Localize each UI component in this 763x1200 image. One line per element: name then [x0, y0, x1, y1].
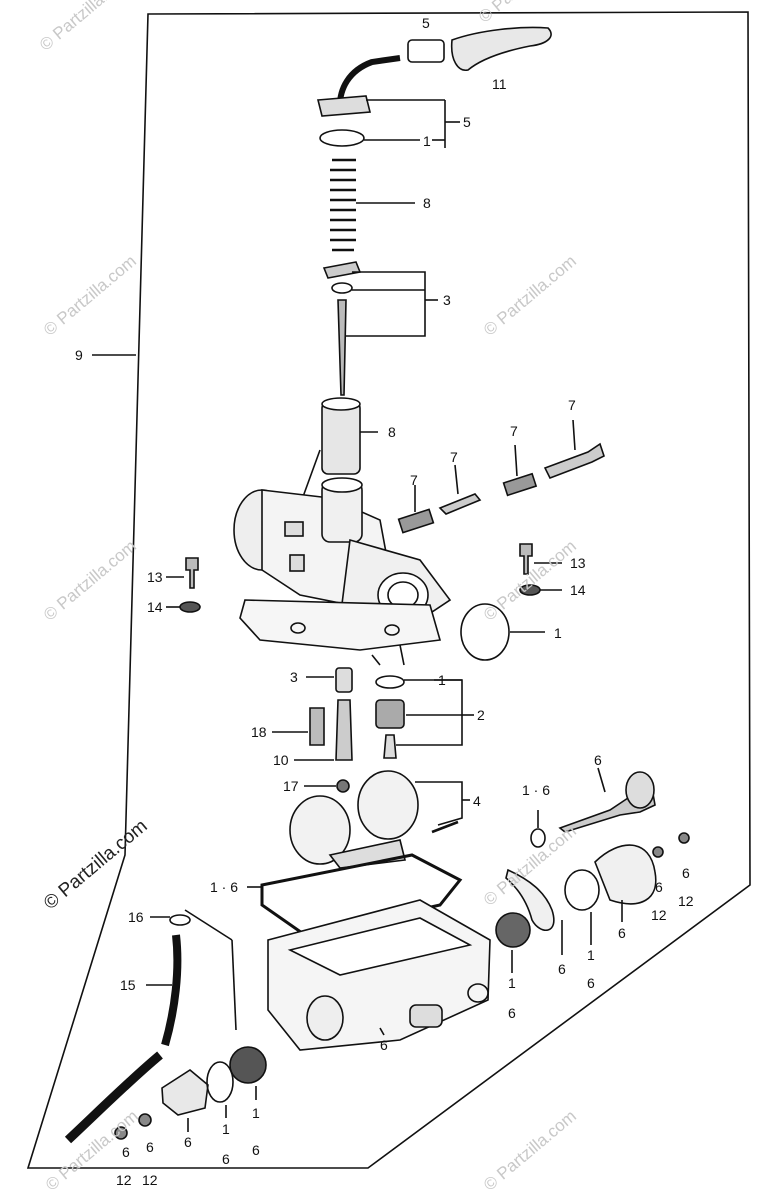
needle-clip	[322, 261, 362, 279]
callout-6-cover: 6	[618, 925, 626, 941]
jet-plug	[336, 779, 350, 793]
choke-screw-a	[652, 846, 664, 858]
callout-17: 17	[283, 778, 299, 794]
main-jet	[309, 707, 325, 746]
choke-plate	[505, 868, 555, 931]
callout-1-6-diaph-bot: 6	[508, 1005, 516, 1021]
choke-oring	[564, 869, 600, 911]
callout-6-12-a-top: 6	[655, 879, 663, 895]
callout-3-jet: 3	[290, 669, 298, 685]
callout-13-right: 13	[570, 555, 586, 571]
drain-tube	[64, 1051, 163, 1144]
callout-1-6-b-top: 1	[222, 1121, 230, 1137]
pump-diaphragm	[229, 1046, 267, 1084]
needle-jet	[335, 667, 353, 693]
float-bowl	[267, 899, 491, 1051]
pilot-screw-a	[438, 493, 482, 515]
pilot-screw-spring-a	[397, 508, 435, 534]
assembly-boundary	[26, 11, 751, 1169]
callout-6-screw: 6	[594, 752, 602, 768]
throttle-slide	[321, 401, 361, 475]
callout-10: 10	[273, 752, 289, 768]
callout-5-top: 5	[422, 15, 430, 31]
idle-spring-b	[502, 472, 538, 497]
manifold-oring	[460, 603, 510, 661]
callout-1-6-gasket: 1 · 6	[210, 879, 239, 895]
callout-1-6-b-bot: 6	[222, 1151, 230, 1167]
callout-8-spring: 8	[423, 195, 431, 211]
bowl-gasket	[260, 853, 463, 937]
float-assembly	[289, 770, 459, 869]
callout-2-valve: 2	[477, 707, 485, 723]
callout-12-bl: 12	[116, 1172, 132, 1188]
callout-1-6-a: 1 · 6	[522, 782, 551, 798]
bolt-left	[185, 557, 199, 589]
overflow-hose	[161, 934, 182, 1047]
callout-7-c: 7	[450, 449, 458, 465]
callout-9: 9	[75, 347, 83, 363]
float-valve	[375, 699, 405, 729]
choke-diaphragm	[495, 912, 531, 948]
hose-clip-16	[169, 914, 191, 926]
callout-7-d: 7	[410, 472, 418, 488]
callout-1-oring-top: 1	[423, 133, 431, 149]
pump-cover	[161, 1069, 209, 1116]
callout-4-float: 4	[473, 793, 481, 809]
choke-screw-b	[678, 832, 690, 844]
callout-1-6-diaph-top: 1	[508, 975, 516, 991]
callout-11: 11	[492, 76, 507, 92]
pump-screw-a	[114, 1126, 128, 1140]
carb-body	[233, 477, 452, 666]
washer-left	[179, 601, 201, 613]
callout-8-slide: 8	[388, 424, 396, 440]
callout-1-6-ring-top: 1	[587, 947, 595, 963]
callout-14-right: 14	[570, 582, 586, 598]
main-jet-holder	[335, 699, 353, 761]
callout-6-bl2: 6	[146, 1139, 154, 1155]
callout-18: 18	[251, 724, 267, 740]
bolt-right	[519, 543, 533, 575]
callout-16: 16	[128, 909, 144, 925]
callout-1-6-c-bot: 6	[252, 1142, 260, 1158]
callout-6-12-a-bot: 12	[651, 907, 667, 923]
jet-needle	[337, 299, 347, 396]
callout-5-cap: 5	[463, 114, 471, 130]
callout-1-seat: 1	[438, 672, 446, 688]
callout-3-needle: 3	[443, 292, 451, 308]
callout-7-b: 7	[510, 423, 518, 439]
callout-6-12-b-top: 6	[682, 865, 690, 881]
hose-clip	[407, 39, 445, 63]
callout-6-body: 6	[380, 1037, 388, 1053]
callout-6-12-b-bot: 12	[678, 893, 694, 909]
callout-13-left: 13	[147, 569, 163, 585]
choke-washer	[530, 828, 546, 848]
throttle-spring	[330, 158, 356, 252]
callout-14-left: 14	[147, 599, 163, 615]
callout-6-cap-b: 6	[184, 1134, 192, 1150]
callout-6-plate: 6	[558, 961, 566, 977]
callout-1-6-c-top: 1	[252, 1105, 260, 1121]
valve-seat-washer	[375, 675, 405, 689]
pump-oring	[206, 1061, 234, 1103]
pump-screw-b	[138, 1113, 152, 1127]
top-cap	[316, 95, 372, 117]
callout-15: 15	[120, 977, 136, 993]
choke-cover	[594, 844, 657, 905]
callout-1-oring-right: 1	[554, 625, 562, 641]
idle-screw-b	[543, 442, 605, 480]
callout-1-6-ring-bot: 6	[587, 975, 595, 991]
callout-6-bl: 6	[122, 1144, 130, 1160]
breather-hose	[450, 26, 552, 71]
callout-7-a: 7	[568, 397, 576, 413]
top-oring	[319, 129, 365, 147]
callout-12-bl2: 12	[142, 1172, 158, 1188]
